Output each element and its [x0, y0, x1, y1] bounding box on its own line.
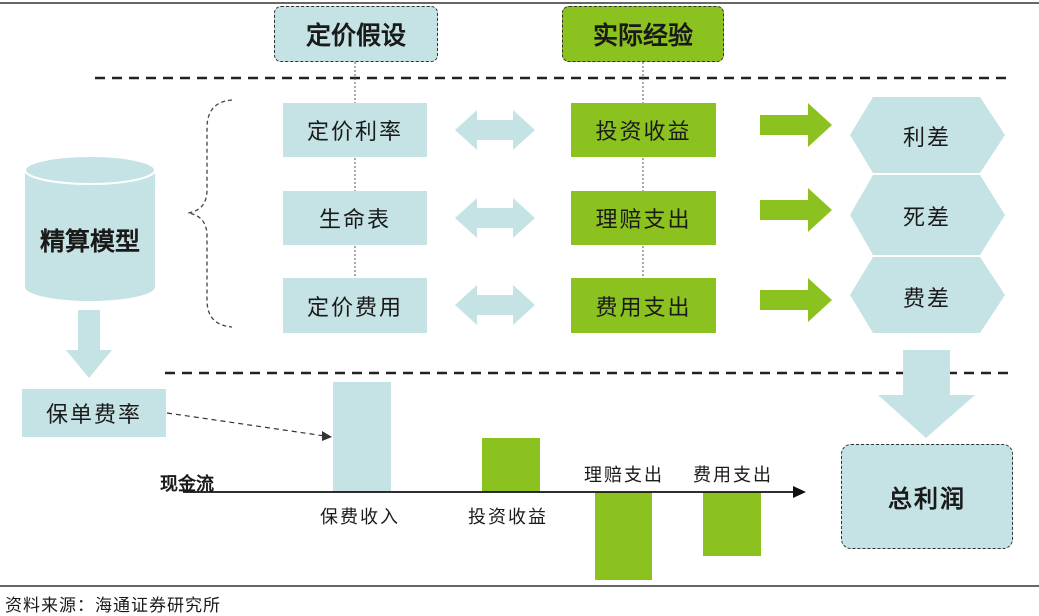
cashflow-bar-expenses [703, 492, 761, 556]
pricing-rate-box: 定价利率 [283, 103, 427, 157]
investment-return-box: 投资收益 [571, 103, 716, 157]
source-note: 资料来源：海通证券研究所 [5, 596, 221, 616]
right-arrow-icon [760, 278, 832, 322]
investment-income-label: 投资收益 [468, 507, 548, 528]
premium-rate-box: 保单费率 [22, 389, 166, 437]
brace-icon [187, 99, 233, 328]
expense-spread-label: 费差 [902, 287, 951, 312]
pricing-expense-box: 定价费用 [283, 278, 427, 333]
interest-spread-label: 利差 [902, 126, 951, 151]
down-arrow-icon [66, 310, 112, 378]
hexagons [850, 97, 1005, 333]
mortality-table-box: 生命表 [283, 191, 427, 245]
green-arrows [760, 103, 832, 322]
double-arrows [455, 110, 535, 325]
expense-payout-label: 费用支出 [693, 465, 773, 486]
total-profit-box: 总利润 [841, 444, 1013, 549]
pricing-assumptions-header: 定价假设 [274, 6, 438, 62]
claims-expense-label: 理赔支出 [584, 465, 664, 486]
premium-income-label: 保费收入 [320, 507, 400, 528]
hexagon-shape [850, 257, 1005, 333]
cylinder-icon [24, 155, 156, 301]
double-arrow-icon [455, 110, 535, 150]
double-arrow-icon [455, 198, 535, 238]
down-arrow-icon [878, 350, 975, 438]
right-arrow-icon [760, 103, 832, 147]
hexagon-shape [850, 175, 1005, 255]
double-arrow-icon [455, 285, 535, 325]
expense-payout-box: 费用支出 [571, 278, 716, 333]
claims-expense-box: 理赔支出 [571, 191, 716, 245]
cashflow-bar-claims [595, 492, 652, 580]
mortality-spread-label: 死差 [902, 206, 951, 231]
cashflow-bar-premium [333, 382, 391, 492]
arrow-head-icon [322, 431, 332, 441]
right-arrow-icon [760, 188, 832, 232]
axis-arrow-icon [793, 486, 806, 498]
actual-experience-header: 实际经验 [562, 6, 724, 62]
premium-dashed-arrow [166, 412, 326, 437]
hexagon-shape [850, 97, 1005, 173]
cashflow-axis-label: 现金流 [160, 474, 214, 495]
cashflow-bar-investment [482, 438, 540, 492]
actuarial-model-label: 精算模型 [39, 227, 140, 256]
